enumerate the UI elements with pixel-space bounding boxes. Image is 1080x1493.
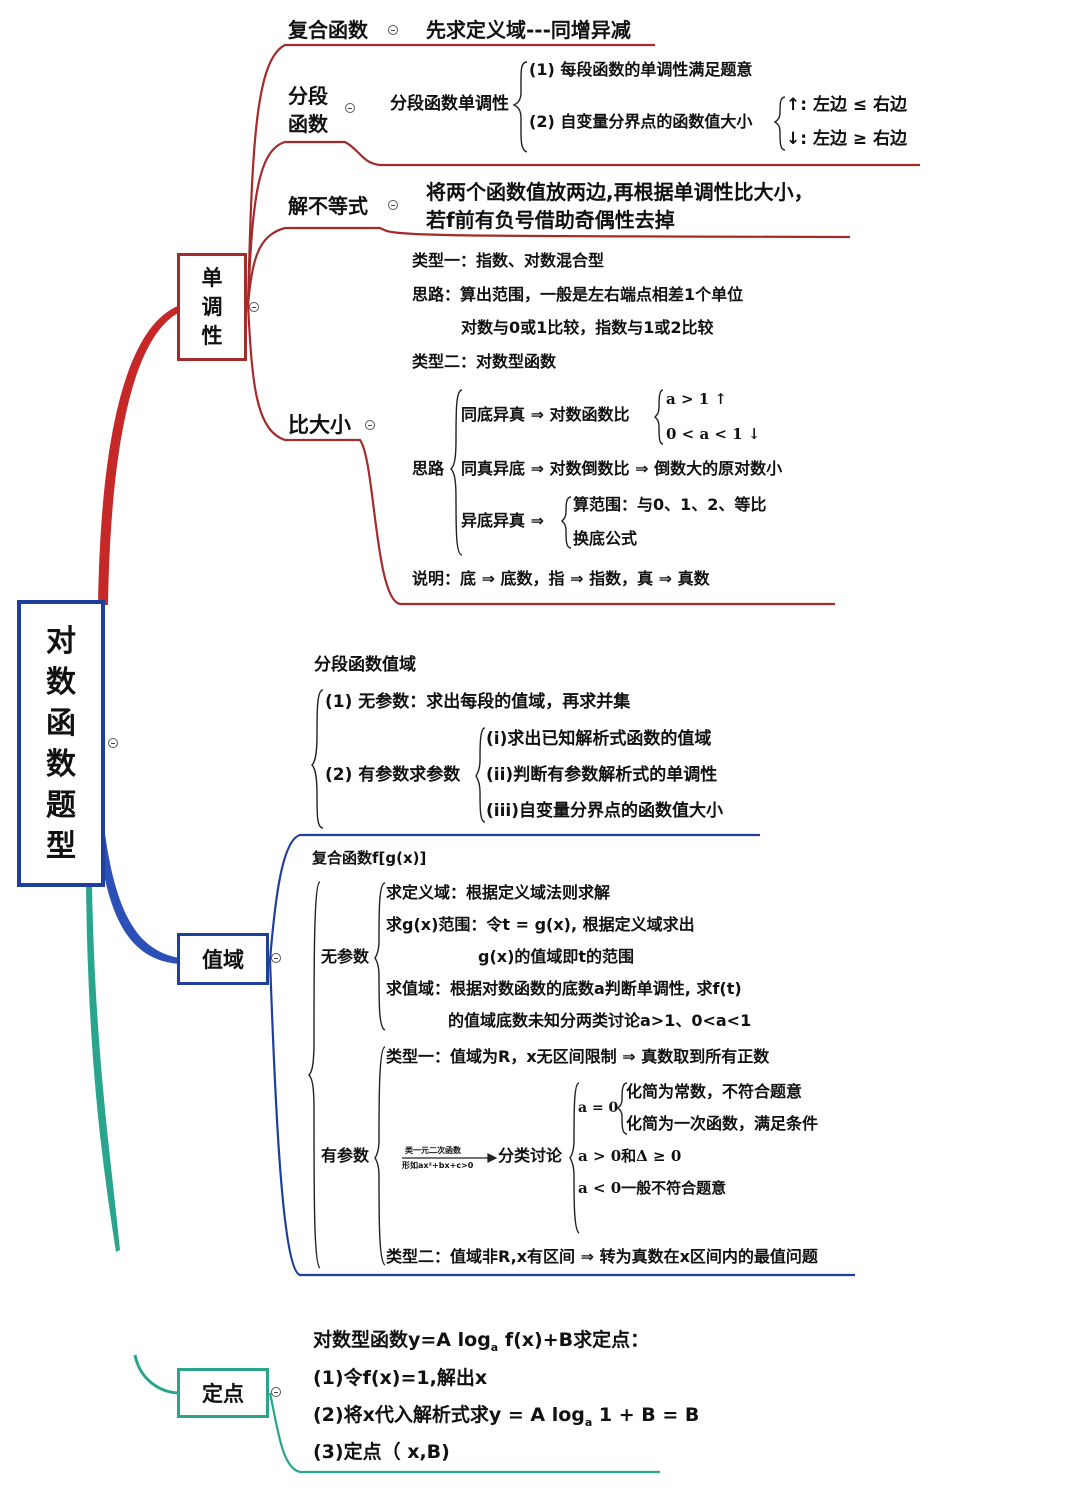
range-collapse-icon[interactable] xyxy=(271,953,281,963)
compare-same-arg: 同真异底 ⇒ 对数倒数比 ⇒ 倒数大的原对数小 xyxy=(461,459,783,478)
root-char: 型 xyxy=(46,828,76,864)
range-piecewise-sub-1: (i)求出已知解析式函数的值域 xyxy=(486,729,712,749)
root-char: 对 xyxy=(46,623,76,659)
fixed-title-pre: 对数型函数y=A log xyxy=(313,1329,491,1351)
node-char: 调 xyxy=(201,294,223,319)
range-node-label: 值域 xyxy=(202,948,244,972)
compare-type-1: 类型一：指数、对数混合型 xyxy=(412,251,605,270)
piecewise-sub-label: 分段函数单调性 xyxy=(390,94,509,114)
node-char: 单 xyxy=(201,265,223,290)
compare-idea-1: 思路：算出范围，一般是左右端点相差1个单位 xyxy=(412,285,744,304)
composite-text: 先求定义域---同增异减 xyxy=(426,18,631,42)
compare-same-base: 同底异真 ⇒ 对数函数比 xyxy=(461,405,630,424)
piecewise-item-1: (1) 每段函数的单调性满足题意 xyxy=(529,60,753,79)
root-char: 函 xyxy=(46,705,76,741)
piecewise-item-2: (2) 自变量分界点的函数值大小 xyxy=(529,112,753,131)
fixed-title: 对数型函数y=A loga f(x)+B求定点： xyxy=(313,1331,649,1353)
compare-idea-1b: 对数与0或1比较，指数与1或2比较 xyxy=(461,318,714,337)
case-a-pos: a > 0和Δ ≥ 0 xyxy=(578,1147,682,1165)
case-a-eq-0: a = 0 xyxy=(578,1100,619,1116)
compare-collapse-icon[interactable] xyxy=(365,420,375,430)
param-type-2: 类型二：值域非R,x有区间 ⇒ 转为真数在x区间内的最值问题 xyxy=(386,1247,818,1266)
branch-blue xyxy=(95,790,180,964)
compare-diff-both: 异底异真 ⇒ xyxy=(461,511,544,530)
noparam-step-3b: 的值域底数未知分两类讨论a>1、0<a<1 xyxy=(448,1011,752,1030)
inequality-line-1: 将两个函数值放两边,再根据单调性比大小， xyxy=(426,180,814,204)
case-const: 化简为常数，不符合题意 xyxy=(626,1082,803,1101)
piecewise-label-2: 函数 xyxy=(288,112,328,136)
fixed-step-2-pre: (2)将x代入解析式求y = A log xyxy=(313,1404,585,1426)
compare-a-lt-1: 0 < a < 1 ↓ xyxy=(666,425,761,443)
fixed-node-label: 定点 xyxy=(202,1382,244,1406)
compare-range: 算范围：与0、1、2、等比 xyxy=(573,495,767,514)
case-a-neg: a < 0一般不符合题意 xyxy=(578,1179,727,1197)
node-char: 性 xyxy=(201,323,223,348)
fixed-step-3: (3)定点（ x,B) xyxy=(313,1441,450,1463)
inequality-label: 解不等式 xyxy=(288,194,368,218)
piecewise-down: ↓: 左边 ≥ 右边 xyxy=(786,129,908,149)
noparam-step-2b: g(x)的值域即t的范围 xyxy=(478,947,635,966)
inequality-collapse-icon[interactable] xyxy=(388,200,398,210)
arrow-bottom-label: 形如ax²+bx+c>0 xyxy=(402,1161,474,1170)
branch-red xyxy=(98,305,180,605)
composite-collapse-icon[interactable] xyxy=(388,25,398,35)
range-node[interactable]: 值域 xyxy=(177,933,269,985)
root-char: 题 xyxy=(46,787,76,823)
fixed-step-2: (2)将x代入解析式求y = A loga 1 + B = B xyxy=(313,1406,699,1428)
case-linear: 化简为一次函数，满足条件 xyxy=(626,1114,819,1133)
fixed-step-2-sub: a xyxy=(584,1415,593,1429)
piecewise-up: ↑: 左边 ≤ 右边 xyxy=(786,95,908,115)
composite-label: 复合函数 xyxy=(288,18,368,42)
param-label: 有参数 xyxy=(321,1146,370,1165)
compare-a-gt-1: a > 1 ↑ xyxy=(666,390,727,408)
fixed-point-node[interactable]: 定点 xyxy=(177,1368,269,1418)
branch-teal-fixed xyxy=(133,1354,179,1395)
fixed-step-1: (1)令f(x)=1,解出x xyxy=(313,1367,488,1389)
monotonicity-collapse-icon[interactable] xyxy=(249,302,259,312)
param-type-1: 类型一：值域为R，x无区间限制 ⇒ 真数取到所有正数 xyxy=(386,1047,770,1066)
noparam-step-1: 求定义域：根据定义域法则求解 xyxy=(386,883,611,902)
compare-note: 说明：底 ⇒ 底数，指 ⇒ 指数，真 ⇒ 真数 xyxy=(412,569,710,588)
root-collapse-icon[interactable] xyxy=(108,738,118,748)
range-piecewise-item-1: (1) 无参数：求出每段的值域，再求并集 xyxy=(325,692,631,712)
root-char: 数 xyxy=(46,746,76,782)
range-composite-title: 复合函数f[g(x)] xyxy=(312,849,427,867)
compare-label: 比大小 xyxy=(288,413,351,437)
range-piecewise-title: 分段函数值域 xyxy=(314,655,416,675)
piecewise-collapse-icon[interactable] xyxy=(345,103,355,113)
range-piecewise-sub-2: (ii)判断有参数解析式的单调性 xyxy=(486,765,718,785)
compare-type-2: 类型二：对数型函数 xyxy=(412,352,557,371)
inequality-line-2: 若f前有负号借助奇偶性去掉 xyxy=(426,208,675,232)
range-piecewise-sub-3: (iii)自变量分界点的函数值大小 xyxy=(486,801,724,821)
noparam-label: 无参数 xyxy=(321,947,370,966)
piecewise-label-1: 分段 xyxy=(288,84,328,108)
noparam-step-3: 求值域：根据对数函数的底数a判断单调性, 求f(t) xyxy=(386,979,742,998)
root-node[interactable]: 对 数 函 数 题 型 xyxy=(17,600,105,887)
arrow-top-label: 类一元二次函数 xyxy=(405,1146,461,1155)
fixed-title-post: f(x)+B求定点： xyxy=(498,1329,650,1351)
root-char: 数 xyxy=(46,664,76,700)
fixed-collapse-icon[interactable] xyxy=(271,1387,281,1397)
compare-idea-2-label: 思路 xyxy=(412,459,445,478)
range-piecewise-item-2: (2) 有参数求参数 xyxy=(325,765,461,785)
fixed-title-sub: a xyxy=(490,1340,499,1354)
branch-teal xyxy=(86,885,120,1252)
compare-change-base: 换底公式 xyxy=(573,529,638,548)
fixed-step-2-post: 1 + B = B xyxy=(592,1404,700,1426)
monotonicity-node[interactable]: 单 调 性 xyxy=(177,253,247,361)
classify-label: 分类讨论 xyxy=(498,1146,563,1165)
noparam-step-2: 求g(x)范围：令t = g(x), 根据定义域求出 xyxy=(386,915,695,934)
